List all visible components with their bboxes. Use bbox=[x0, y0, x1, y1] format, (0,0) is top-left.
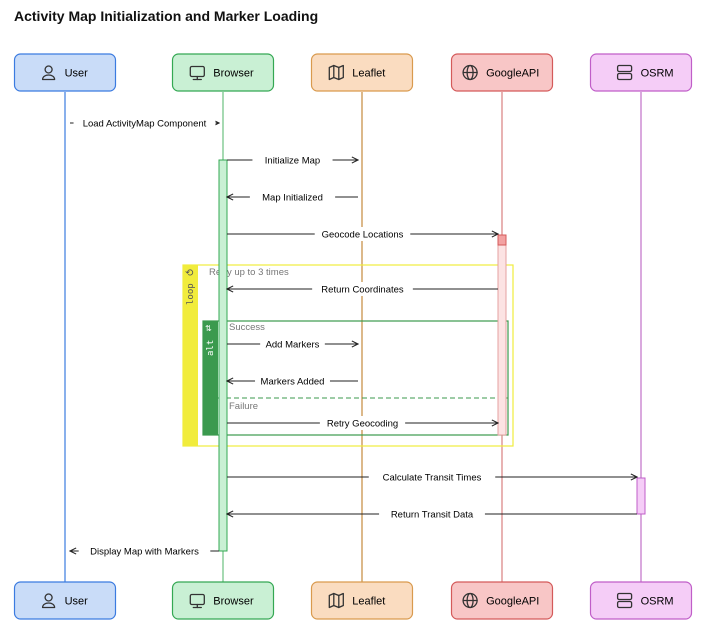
loop-tag-label: loop bbox=[186, 283, 196, 305]
participant-label: Browser bbox=[213, 68, 254, 80]
participant-label: Leaflet bbox=[352, 596, 385, 608]
participant-browser-bottom: Browser bbox=[171, 581, 275, 620]
participant-label: GoogleAPI bbox=[486, 68, 539, 80]
monitor-icon bbox=[189, 593, 205, 609]
message-arrow: Return Coordinates bbox=[227, 282, 498, 296]
alt-failure-label: Failure bbox=[229, 401, 258, 412]
participant-osrm-top: OSRM bbox=[589, 53, 693, 92]
message-label: Calculate Transit Times bbox=[383, 473, 482, 484]
message-label: Retry Geocoding bbox=[327, 419, 398, 430]
participant-browser-top: Browser bbox=[171, 53, 275, 92]
message-arrow: Geocode Locations bbox=[227, 227, 498, 241]
map-icon bbox=[328, 64, 344, 81]
participant-label: OSRM bbox=[641, 68, 674, 80]
message-arrow: Display Map with Markers bbox=[70, 544, 219, 558]
loop-icon: ⟲ bbox=[185, 268, 194, 279]
alt-tag bbox=[203, 321, 218, 435]
participant-user-bottom: User bbox=[13, 581, 117, 620]
message-arrow: Return Transit Data bbox=[227, 507, 637, 521]
participant-label: User bbox=[65, 596, 89, 608]
activation-googleapi-top bbox=[497, 234, 507, 246]
message-label: Markers Added bbox=[261, 377, 325, 388]
monitor-icon bbox=[189, 65, 205, 81]
activation-googleapi bbox=[497, 234, 507, 436]
activation-osrm bbox=[636, 477, 646, 515]
message-label: Return Coordinates bbox=[321, 285, 404, 296]
message-label: Load ActivityMap Component bbox=[83, 119, 207, 130]
message-arrow: Markers Added bbox=[227, 374, 358, 388]
participant-label: OSRM bbox=[641, 596, 674, 608]
server-icon bbox=[616, 64, 633, 81]
loop-tag bbox=[183, 265, 198, 446]
alt-icon: ⇅ bbox=[205, 324, 212, 333]
message-label: Map Initialized bbox=[262, 193, 323, 204]
message-arrow: Calculate Transit Times bbox=[227, 470, 637, 484]
participant-label: GoogleAPI bbox=[486, 596, 539, 608]
message-arrow: Retry Geocoding bbox=[227, 416, 498, 430]
participant-googleapi-bottom: GoogleAPI bbox=[450, 581, 554, 620]
participant-user-top: User bbox=[13, 53, 117, 92]
participant-osrm-bottom: OSRM bbox=[589, 581, 693, 620]
participant-label: User bbox=[65, 68, 89, 80]
message-label: Geocode Locations bbox=[322, 230, 404, 241]
activation-browser bbox=[218, 159, 228, 552]
message-arrow: Initialize Map bbox=[227, 153, 358, 167]
loop-fragment: loop ⟲ Retry up to 3 times bbox=[182, 264, 514, 447]
map-icon bbox=[328, 592, 344, 609]
alt-fragment: alt ⇅ Success Failure bbox=[202, 320, 509, 436]
server-icon bbox=[616, 592, 633, 609]
user-icon bbox=[41, 593, 56, 609]
diagram-title: Activity Map Initialization and Marker L… bbox=[14, 8, 319, 24]
alt-success-label: Success bbox=[229, 322, 265, 333]
participant-leaflet-top: Leaflet bbox=[310, 53, 414, 92]
message-arrow: Load ActivityMap Component bbox=[70, 116, 219, 130]
message-arrow: Map Initialized bbox=[227, 190, 358, 204]
participant-googleapi-top: GoogleAPI bbox=[450, 53, 554, 92]
participant-label: Browser bbox=[213, 596, 254, 608]
loop-condition: Retry up to 3 times bbox=[209, 267, 289, 278]
message-label: Display Map with Markers bbox=[90, 547, 199, 558]
participant-label: Leaflet bbox=[352, 68, 385, 80]
globe-icon bbox=[462, 592, 478, 609]
message-label: Initialize Map bbox=[265, 156, 320, 167]
message-arrow: Add Markers bbox=[227, 337, 358, 351]
globe-icon bbox=[462, 64, 478, 81]
user-icon bbox=[41, 65, 56, 81]
message-label: Return Transit Data bbox=[391, 510, 474, 521]
message-label: Add Markers bbox=[266, 340, 320, 351]
alt-tag-label: alt bbox=[206, 340, 216, 356]
participant-leaflet-bottom: Leaflet bbox=[310, 581, 414, 620]
